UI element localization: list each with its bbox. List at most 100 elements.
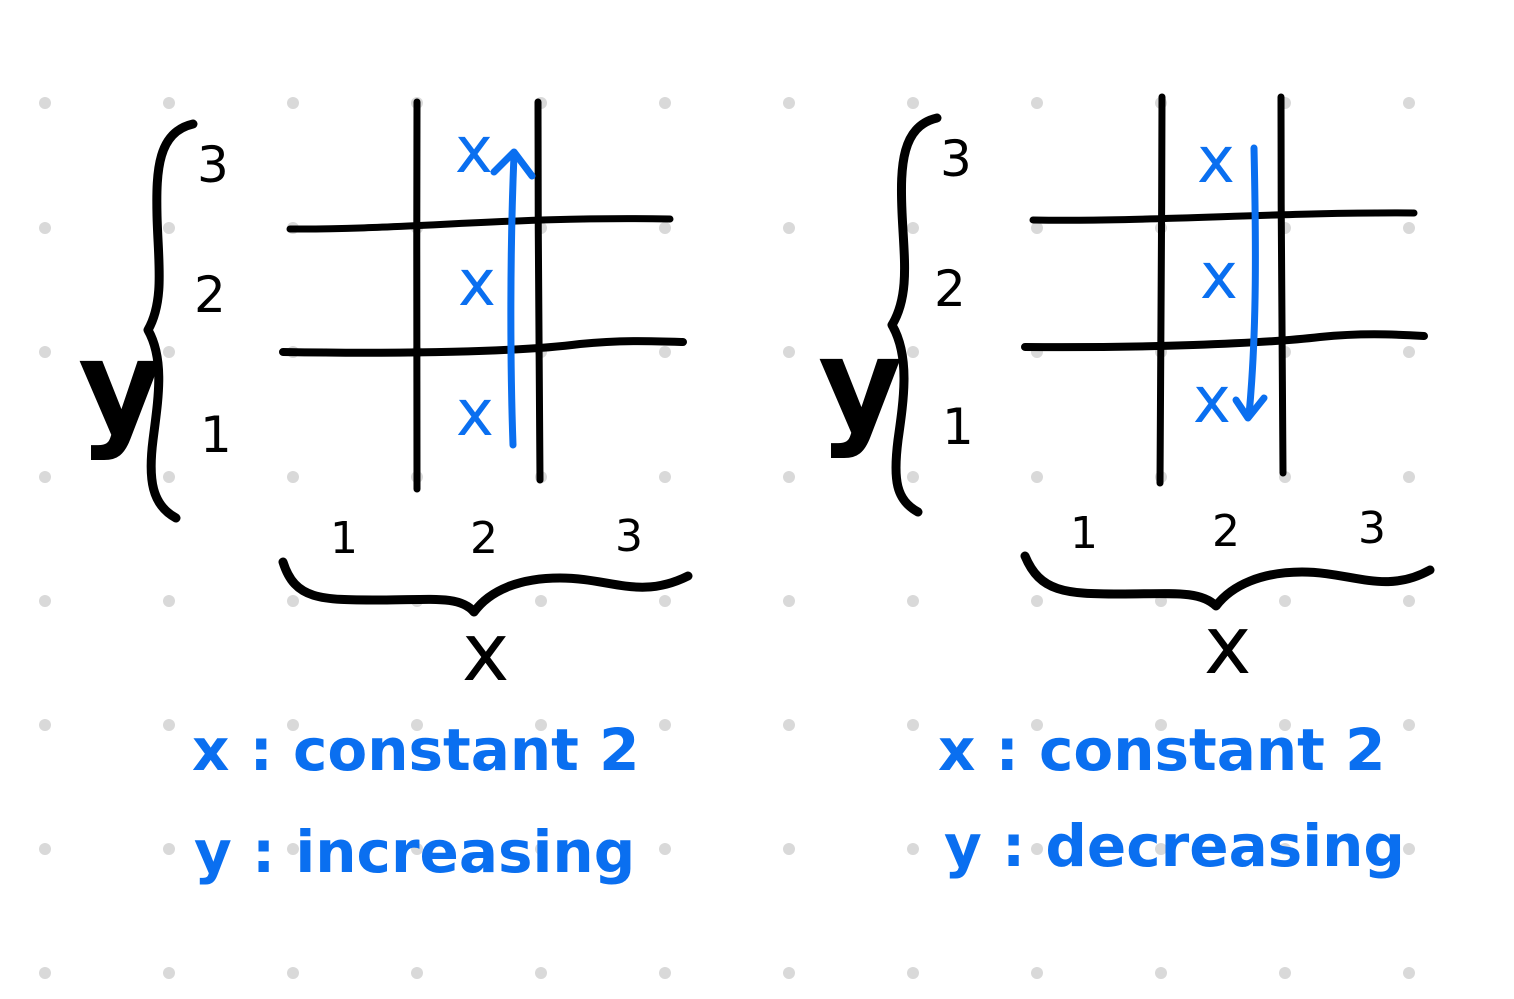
caption-y-increasing: y : increasing xyxy=(194,818,635,886)
grid-dot xyxy=(1403,222,1415,234)
x-tick-3: 3 xyxy=(1358,503,1386,554)
grid-dot xyxy=(659,967,671,979)
y-tick-3: 3 xyxy=(197,136,229,194)
mark-x-top: x xyxy=(1197,124,1235,198)
grid-dot xyxy=(907,843,919,855)
grid-dot xyxy=(783,346,795,358)
grid-dot xyxy=(287,595,299,607)
grid-dot xyxy=(411,719,423,731)
y-tick-2: 2 xyxy=(194,266,226,324)
grid-dot xyxy=(1403,346,1415,358)
grid-line-horizontal-top xyxy=(286,215,674,233)
y-axis-brace xyxy=(143,119,198,523)
grid-dot xyxy=(411,967,423,979)
grid-line-vertical-left xyxy=(1156,93,1166,487)
mark-x-bottom: x xyxy=(456,377,494,451)
x-axis-brace xyxy=(1020,551,1435,611)
x-tick-1: 1 xyxy=(330,513,358,564)
y-tick-1: 1 xyxy=(942,398,974,456)
grid-dot xyxy=(659,595,671,607)
y-tick-2: 2 xyxy=(934,260,966,318)
grid-dot xyxy=(1031,222,1043,234)
grid-dot xyxy=(659,346,671,358)
grid-dot xyxy=(287,967,299,979)
grid-dot xyxy=(659,719,671,731)
arrow-down-head-icon xyxy=(1232,394,1268,422)
x-axis-brace xyxy=(278,557,693,617)
grid-dot xyxy=(39,97,51,109)
grid-dot xyxy=(783,595,795,607)
grid-dot xyxy=(1279,967,1291,979)
arrow-up-shaft xyxy=(507,151,518,449)
grid-dot xyxy=(783,843,795,855)
x-tick-2: 2 xyxy=(1212,506,1240,557)
grid-line-vertical-right xyxy=(1277,93,1287,477)
grid-dot xyxy=(39,346,51,358)
grid-dot xyxy=(1155,719,1167,731)
grid-dot xyxy=(907,967,919,979)
grid-dot xyxy=(1031,471,1043,483)
arrow-down-shaft xyxy=(1245,144,1259,419)
grid-dot xyxy=(163,843,175,855)
mark-x-top: x xyxy=(455,114,493,188)
grid-dot xyxy=(39,719,51,731)
x-axis-label: x xyxy=(1204,599,1251,692)
grid-dot xyxy=(1403,97,1415,109)
mark-x-middle: x xyxy=(458,247,496,321)
grid-dot xyxy=(907,719,919,731)
grid-dot xyxy=(907,222,919,234)
y-axis-brace xyxy=(887,113,942,517)
grid-dot xyxy=(659,471,671,483)
grid-dot xyxy=(163,967,175,979)
grid-dot xyxy=(39,471,51,483)
grid-dot xyxy=(39,967,51,979)
grid-dot xyxy=(1403,595,1415,607)
grid-dot xyxy=(39,595,51,607)
grid-dot xyxy=(1403,471,1415,483)
grid-dot xyxy=(1403,967,1415,979)
mark-x-bottom: x xyxy=(1193,364,1231,438)
grid-line-horizontal-bottom xyxy=(1021,330,1428,352)
grid-dot xyxy=(907,471,919,483)
grid-dot xyxy=(535,967,547,979)
grid-dot xyxy=(535,719,547,731)
caption-x-constant: x : constant 2 xyxy=(938,716,1385,784)
mark-x-middle: x xyxy=(1200,240,1238,314)
grid-dot xyxy=(39,843,51,855)
y-tick-1: 1 xyxy=(200,406,232,464)
grid-dot xyxy=(535,843,547,855)
x-tick-3: 3 xyxy=(615,511,643,562)
grid-dot xyxy=(907,97,919,109)
y-tick-3: 3 xyxy=(940,130,972,188)
grid-dot xyxy=(39,222,51,234)
caption-x-constant: x : constant 2 xyxy=(192,716,639,784)
grid-dot xyxy=(1403,719,1415,731)
grid-dot xyxy=(1279,843,1291,855)
grid-dot xyxy=(783,719,795,731)
grid-dot xyxy=(1155,967,1167,979)
grid-dot xyxy=(907,346,919,358)
grid-dot xyxy=(287,843,299,855)
x-tick-1: 1 xyxy=(1070,508,1098,559)
x-axis-label: x xyxy=(462,606,509,699)
grid-dot xyxy=(287,471,299,483)
grid-dot xyxy=(1031,595,1043,607)
panel-y-increasing: y 3 2 1 x x x 1 2 3 x x : constant 2 y :… xyxy=(78,98,693,886)
grid-dot xyxy=(411,843,423,855)
grid-dot xyxy=(163,719,175,731)
grid-line-horizontal-bottom xyxy=(279,337,687,357)
grid-dot xyxy=(783,97,795,109)
x-tick-2: 2 xyxy=(470,513,498,564)
caption-y-decreasing: y : decreasing xyxy=(944,812,1405,880)
grid-dot xyxy=(659,843,671,855)
y-axis-label: y xyxy=(818,309,903,461)
grid-dot xyxy=(163,595,175,607)
grid-line-horizontal-top xyxy=(1029,209,1418,224)
grid-dot xyxy=(1279,719,1291,731)
grid-dot xyxy=(1031,97,1043,109)
grid-line-vertical-right xyxy=(534,98,544,484)
grid-dot xyxy=(1031,967,1043,979)
grid-dot xyxy=(287,97,299,109)
grid-dot xyxy=(783,967,795,979)
